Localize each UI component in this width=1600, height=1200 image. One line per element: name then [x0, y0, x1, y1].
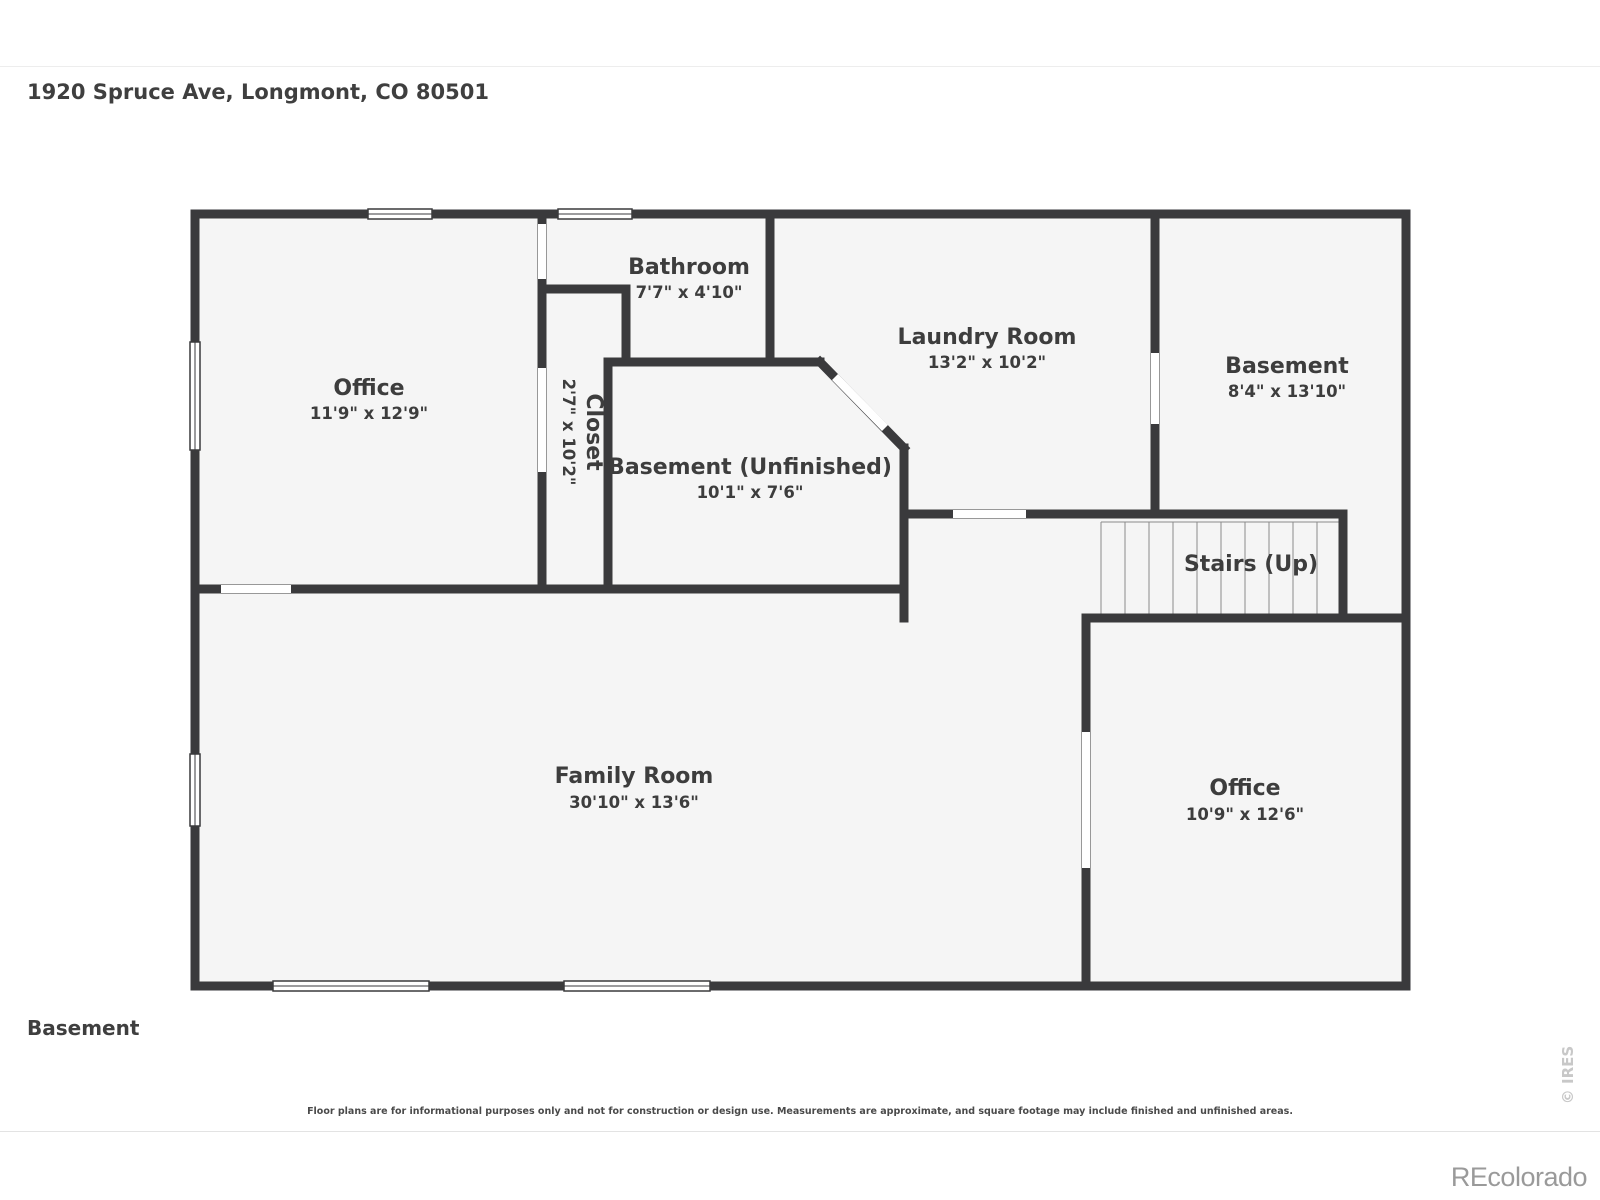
room-dims: 30'10" x 13'6" [569, 793, 699, 812]
disclaimer-text: Floor plans are for informational purpos… [307, 1106, 1293, 1117]
room-name: Basement (Unfinished) [608, 455, 892, 480]
room-dims: 13'2" x 10'2" [928, 353, 1046, 372]
room-name: Family Room [555, 764, 714, 789]
room-name: Closet [581, 393, 606, 471]
windows [189, 208, 711, 992]
room-dims: 8'4" x 13'10" [1228, 382, 1346, 401]
room-name: Laundry Room [898, 325, 1077, 350]
property-address: 1920 Spruce Ave, Longmont, CO 80501 [27, 80, 489, 104]
room-dims: 10'1" x 7'6" [697, 483, 804, 502]
brand-logo[interactable]: REcolorado [1450, 1162, 1588, 1192]
room-dims: 11'9" x 12'9" [310, 404, 428, 423]
room-dims: 2'7" x 10'2" [559, 379, 578, 486]
door-openings [221, 224, 1159, 868]
floor-level-label: Basement [27, 1016, 140, 1040]
room-floors [195, 216, 1406, 986]
room-dims: 10'9" x 12'6" [1186, 805, 1304, 824]
room-name: Bathroom [628, 255, 750, 280]
stairs-treads [1100, 521, 1339, 616]
room-dims: 7'7" x 4'10" [636, 283, 743, 302]
copyright-watermark: © IRES [1559, 1045, 1577, 1105]
room-name: Office [1209, 776, 1280, 801]
room-name: Stairs (Up) [1184, 552, 1318, 577]
room-labels: Office 11'9" x 12'9" Bathroom 7'7" x 4'1… [310, 255, 1349, 824]
room-name: Office [333, 376, 404, 401]
room-name: Basement [1225, 354, 1349, 379]
